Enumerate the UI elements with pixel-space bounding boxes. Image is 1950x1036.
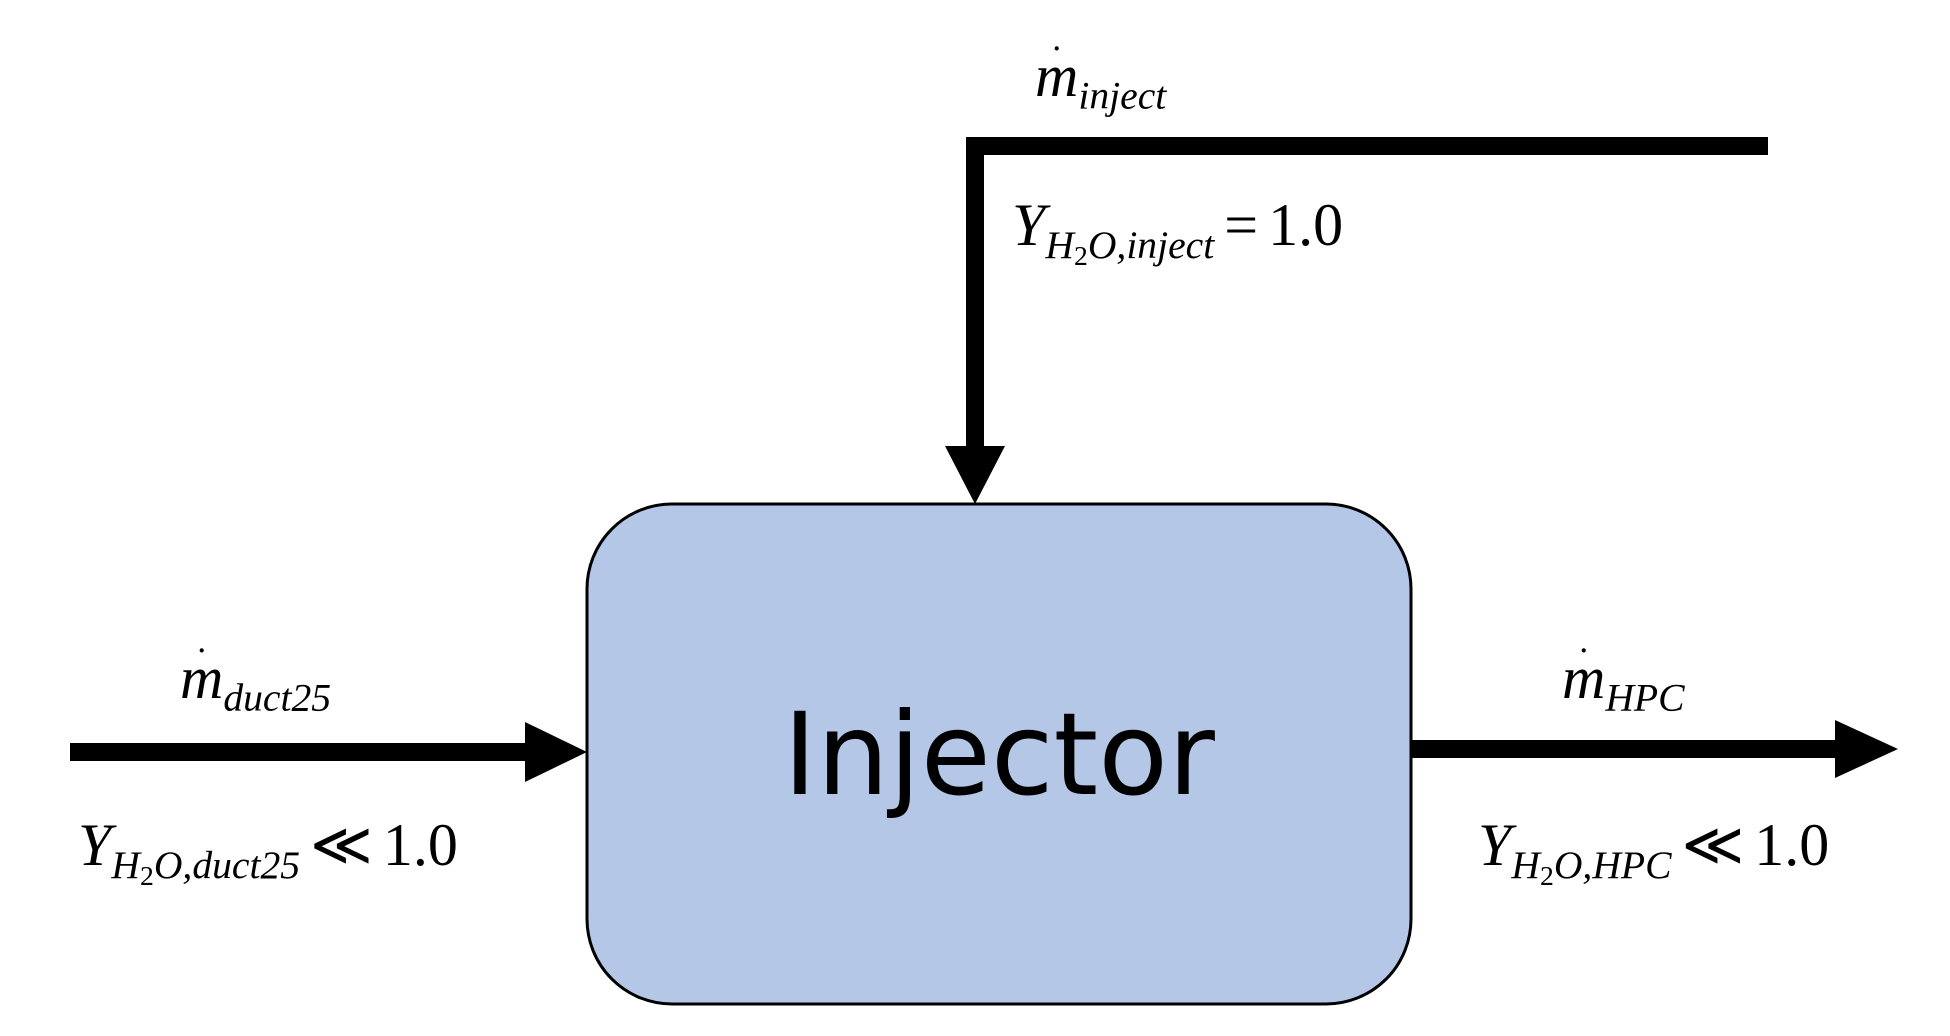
duct25-mass-flow-label: m˙duct25: [180, 639, 332, 720]
duct25-water-fraction-label: YH2O,duct25≪1.0: [78, 812, 458, 891]
injector-label: Injector: [783, 687, 1215, 821]
hpc-mass-flow-label: m˙HPC: [1562, 639, 1685, 720]
duct25-arrowhead: [525, 722, 587, 782]
hpc-water-fraction-label: YH2O,HPC≪1.0: [1478, 812, 1830, 891]
inject-water-fraction-label: YH2O,inject=1.0: [1012, 192, 1344, 271]
inject-mass-flow-label: m˙inject: [1035, 37, 1167, 118]
hpc-arrowhead: [1835, 720, 1898, 778]
inject-stream-line: [966, 137, 1768, 450]
inject-arrowhead: [945, 446, 1005, 504]
